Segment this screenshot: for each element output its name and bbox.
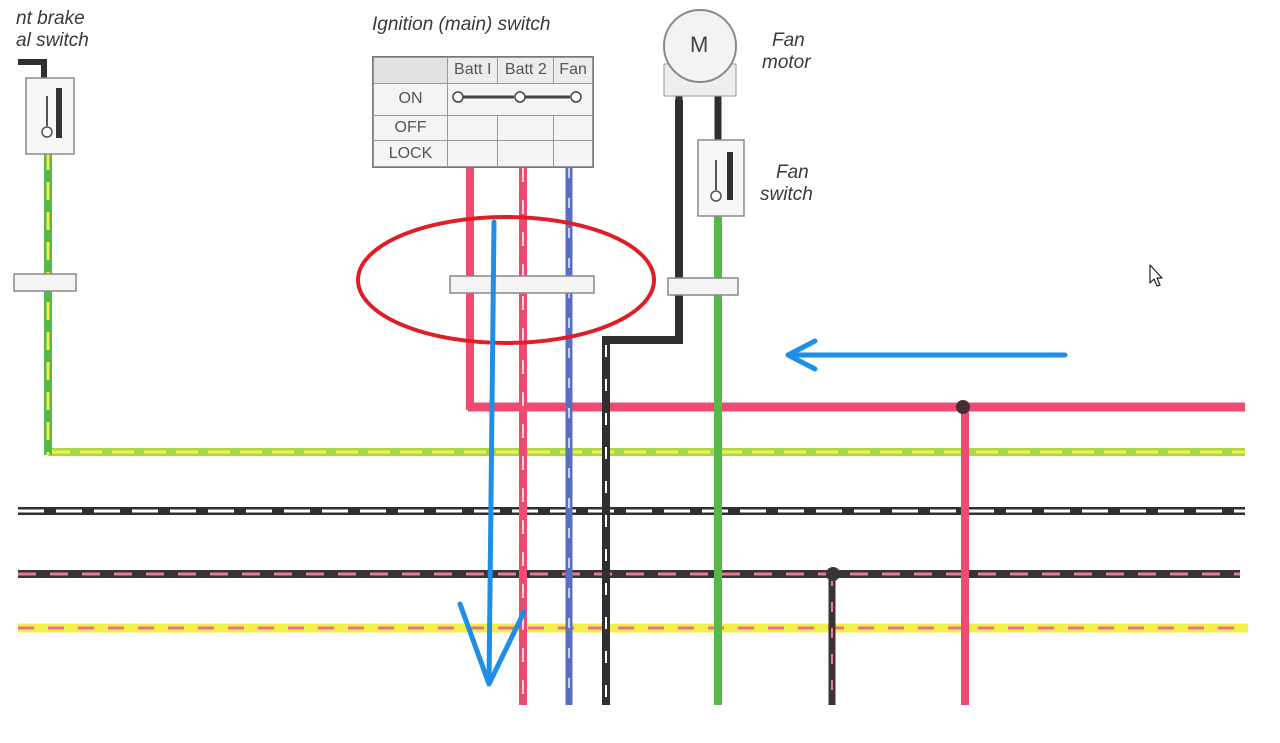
junction-dot — [956, 400, 970, 414]
ignition-connector — [449, 275, 595, 294]
annotation-blue-down-arrow — [457, 219, 527, 687]
continuity-link-icon — [452, 90, 582, 103]
front-brake-switch-label-2: al switch — [16, 30, 89, 51]
column-header: Batt I — [446, 57, 499, 84]
ignition-switch-table: Batt I Batt 2 Fan ON OFF LOCK — [372, 56, 594, 168]
motor-symbol: M — [690, 32, 709, 57]
fan-switch-label-1: Fan — [776, 162, 809, 183]
column-header: Fan — [553, 57, 593, 84]
front-brake-switch-label-1: nt brake — [16, 8, 85, 29]
on-state-connection — [447, 82, 593, 116]
annotation-blue-left-arrow — [785, 338, 1068, 372]
front-brake-switch — [18, 59, 75, 155]
table-corner-cell — [373, 57, 448, 84]
fan-switch-label-2: switch — [760, 184, 813, 205]
fan-connector — [667, 277, 739, 296]
fan-motor — [663, 9, 737, 145]
column-header: Batt 2 — [497, 57, 555, 84]
fan-motor-black-wire — [602, 100, 683, 705]
mouse-pointer-icon — [1149, 264, 1163, 287]
brake-connector — [13, 273, 77, 292]
junction-dot — [826, 567, 840, 581]
row-header: LOCK — [373, 140, 448, 167]
ignition-switch-title: Ignition (main) switch — [372, 14, 551, 35]
fan-motor-label-2: motor — [762, 52, 811, 73]
row-header: ON — [373, 82, 448, 116]
row-header: OFF — [373, 114, 448, 142]
fan-switch — [697, 139, 745, 217]
fan-motor-label-1: Fan — [772, 30, 805, 51]
annotation-red-ellipse — [356, 215, 656, 345]
